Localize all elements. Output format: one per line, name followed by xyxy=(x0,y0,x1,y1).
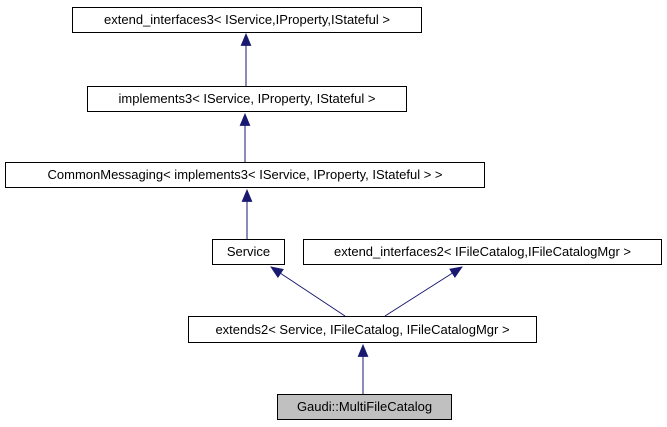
class-node-extend-interfaces3[interactable]: extend_interfaces3< IService,IProperty,I… xyxy=(72,7,422,33)
class-node-extend-interfaces2[interactable]: extend_interfaces2< IFileCatalog,IFileCa… xyxy=(303,239,662,265)
inheritance-arrow-extends2-to-service xyxy=(270,266,346,317)
class-node-extends2[interactable]: extends2< Service, IFileCatalog, IFileCa… xyxy=(188,316,537,343)
class-node-gaudi-multifilecatalog: Gaudi::MultiFileCatalog xyxy=(277,394,452,420)
class-node-service[interactable]: Service xyxy=(212,239,285,265)
inheritance-arrow-extends2-to-extend-interfaces2 xyxy=(384,266,463,317)
class-node-commonmessaging[interactable]: CommonMessaging< implements3< IService, … xyxy=(5,162,485,188)
class-node-implements3[interactable]: implements3< IService, IProperty, IState… xyxy=(87,86,407,112)
